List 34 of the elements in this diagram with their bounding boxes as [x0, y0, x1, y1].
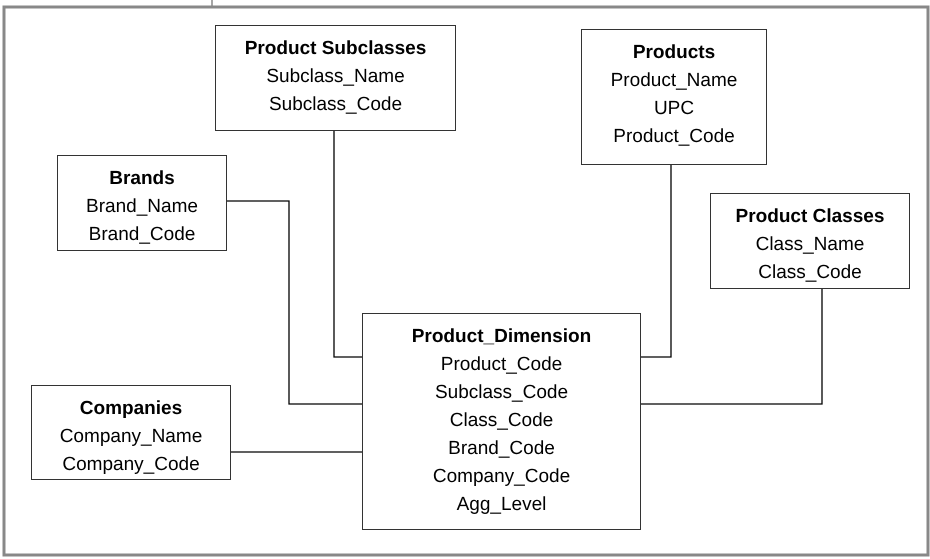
field-name: Class_Code	[450, 409, 554, 433]
field-name: Company_Code	[432, 465, 570, 489]
table-title: Product_Dimension	[412, 325, 592, 349]
field-name: UPC	[654, 97, 694, 121]
field-name: Subclass_Code	[268, 93, 402, 117]
table-title: Products	[632, 41, 716, 65]
table-box	[57, 155, 227, 251]
table-title: Companies	[80, 397, 182, 421]
field-name: Product_Name	[610, 69, 738, 93]
field-name: Company_Name	[60, 425, 202, 449]
table-title: Brands	[109, 167, 175, 191]
connector-line	[227, 200, 362, 405]
field-name: Product_Code	[613, 125, 735, 149]
field-name: Subclass_Code	[434, 381, 568, 405]
table-title: Product Subclasses	[244, 37, 426, 61]
connector-line	[333, 131, 362, 358]
connector-line	[641, 165, 672, 358]
connector-line	[231, 451, 362, 453]
field-name: Brand_Code	[88, 223, 196, 247]
field-name: Class_Code	[758, 261, 862, 285]
field-name: Company_Code	[62, 453, 200, 477]
table-box	[581, 29, 767, 165]
field-name: Agg_Level	[456, 493, 546, 517]
table-title: Product Classes	[736, 205, 884, 229]
field-name: Brand_Name	[86, 195, 198, 219]
table-box	[362, 313, 641, 530]
field-name: Class_Name	[756, 233, 864, 257]
field-name: Product_Code	[440, 353, 562, 377]
table-box	[215, 25, 456, 131]
connector-line	[641, 289, 823, 405]
field-name: Brand_Code	[448, 437, 555, 461]
field-name: Subclass_Name	[266, 65, 405, 89]
table-box	[31, 385, 231, 480]
table-box	[710, 193, 910, 289]
